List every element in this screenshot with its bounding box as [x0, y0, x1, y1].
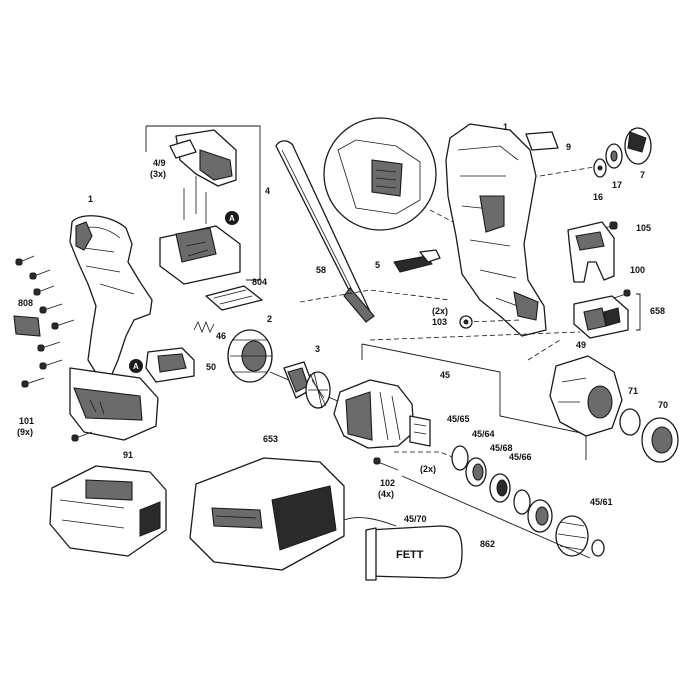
nameplate-808 — [13, 315, 41, 337]
label-part-862: 862 — [480, 539, 495, 549]
label-part-101-qty: (9x) — [17, 427, 33, 437]
collar-70 — [641, 417, 679, 463]
label-part-70: 70 — [658, 400, 668, 410]
label-part-45-65: 45/65 — [447, 414, 470, 424]
label-part-103: 103 — [432, 317, 447, 327]
ring-45-66 — [513, 489, 531, 515]
label-qty-2x-mid: (2x) — [420, 464, 436, 474]
label-part-4: 4 — [265, 186, 270, 196]
switch-module — [145, 125, 261, 285]
label-part-45-61: 45/61 — [590, 497, 613, 507]
label-part-45: 45 — [440, 370, 450, 380]
label-part-4-9: 4/9 — [153, 158, 166, 168]
label-part-105: 105 — [636, 223, 651, 233]
nut-103 — [459, 315, 473, 329]
hammer-part — [527, 499, 553, 533]
label-part-5: 5 — [375, 260, 380, 270]
bracket-862 — [401, 475, 591, 559]
charger-653 — [189, 457, 397, 571]
grease-tube-label: FETT — [396, 549, 424, 561]
belt-clip-58 — [275, 140, 375, 323]
screw-set-102 — [373, 457, 399, 471]
label-part-102: 102 — [380, 478, 395, 488]
label-part-45-66: 45/66 — [509, 452, 532, 462]
gear-housing-45 — [333, 343, 587, 460]
label-part-658: 658 — [650, 306, 665, 316]
right-housing-shell — [445, 123, 547, 337]
label-part-102-qty: (4x) — [378, 489, 394, 499]
slider-5 — [393, 249, 441, 273]
screw-set-101 — [15, 255, 93, 442]
label-part-3: 3 — [315, 344, 320, 354]
battery-pack-91 — [49, 465, 167, 557]
motor-stator-2 — [227, 329, 273, 383]
label-part-4-9-qty: (3x) — [150, 169, 166, 179]
plate-9 — [525, 131, 559, 151]
label-part-9: 9 — [566, 142, 571, 152]
bracket-100 — [567, 221, 615, 283]
label-part-1-left: 1 — [88, 194, 93, 204]
label-part-49: 49 — [576, 340, 586, 350]
label-part-45-64: 45/64 — [472, 429, 495, 439]
label-part-808: 808 — [18, 298, 33, 308]
left-housing-shell — [69, 215, 159, 441]
label-marker-a-bottom: A — [133, 362, 139, 371]
label-part-100: 100 — [630, 265, 645, 275]
motor-rotor-3 — [269, 361, 341, 409]
electronics-board-804 — [205, 285, 263, 311]
ring-45-68 — [489, 473, 511, 503]
ring-45-64 — [465, 457, 487, 487]
label-part-91: 91 — [123, 450, 133, 460]
label-part-17: 17 — [612, 180, 622, 190]
marker-a-top — [225, 211, 239, 225]
spring-46 — [193, 320, 215, 334]
label-part-653: 653 — [263, 434, 278, 444]
label-part-45-68: 45/68 — [490, 443, 513, 453]
label-part-71: 71 — [628, 386, 638, 396]
nose-cover-49 — [549, 355, 623, 437]
zoom-detail-circle — [323, 117, 481, 237]
ring-71 — [619, 408, 641, 436]
label-part-16: 16 — [593, 192, 603, 202]
battery-contact-50 — [129, 347, 195, 383]
knob-7 — [624, 127, 652, 165]
label-part-7: 7 — [640, 170, 645, 180]
label-part-101: 101 — [19, 416, 34, 426]
retaining-ring-45-61 — [591, 539, 605, 557]
label-part-58: 58 — [316, 265, 326, 275]
label-part-804: 804 — [252, 277, 267, 287]
anvil-part — [555, 515, 589, 557]
label-part-45-70: 45/70 — [404, 514, 427, 524]
label-marker-a-top: A — [229, 214, 235, 223]
label-part-46: 46 — [216, 331, 226, 341]
label-qty-2x-103: (2x) — [432, 306, 448, 316]
part-labels: 1 4/9 (3x) 4 A 804 808 46 2 A 50 101 (9x… — [17, 122, 668, 561]
label-part-2: 2 — [267, 314, 272, 324]
part-set-658 — [573, 289, 641, 339]
gear-17 — [605, 143, 623, 169]
washer-16 — [593, 158, 607, 178]
label-part-50: 50 — [206, 362, 216, 372]
label-part-1-right: 1 — [503, 122, 508, 132]
marker-a-bottom — [129, 359, 143, 373]
grease-tube-45-70 — [365, 525, 463, 581]
ring-45-65 — [451, 445, 469, 471]
